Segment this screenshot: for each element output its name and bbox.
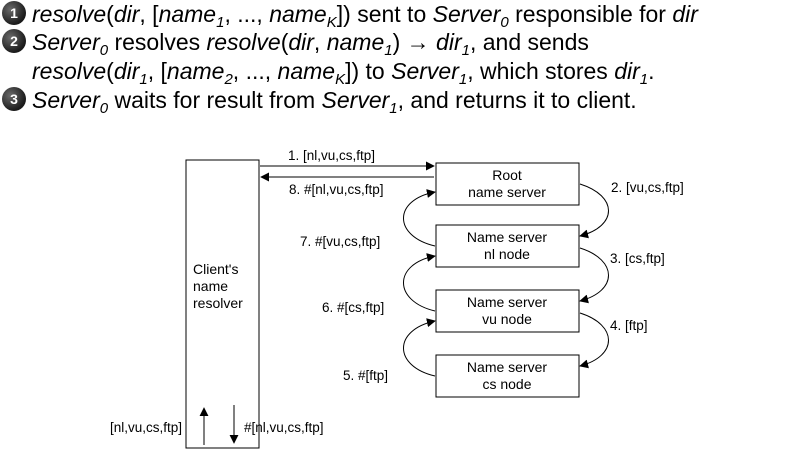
bullet-number-1: 1 <box>2 1 26 25</box>
bullet-number-3: 3 <box>2 87 26 111</box>
root-label-1: Root <box>492 167 522 183</box>
vu-server-box <box>435 289 580 333</box>
nl-label-2: nl node <box>484 246 530 262</box>
label-msg-8: 8. #[nl,vu,cs,ftp] <box>289 182 384 197</box>
bullet-number-2: 2 <box>2 29 26 53</box>
cs-label-1: Name server <box>467 359 547 375</box>
bullet-line-2: Server0 resolves resolve(dir, name1) → d… <box>32 29 589 59</box>
label-msg-1: 1. [nl,vu,cs,ftp] <box>288 148 375 163</box>
root-server-box <box>435 162 580 206</box>
cs-server-box <box>435 354 580 398</box>
arrow-msg-4 <box>579 312 609 369</box>
arrow-msg-7 <box>403 189 436 247</box>
client-resolver-box <box>185 159 260 449</box>
client-label-2: name <box>193 278 228 294</box>
nl-server-box <box>435 224 580 268</box>
label-msg-2: 2. [vu,cs,ftp] <box>611 180 684 195</box>
arrow-msg-2 <box>579 183 609 239</box>
arrow-msg-5 <box>403 318 436 377</box>
nl-label-1: Name server <box>467 229 547 245</box>
label-msg-4: 4. [ftp] <box>610 318 648 333</box>
vu-label-1: Name server <box>467 294 547 310</box>
label-msg-5: 5. #[ftp] <box>343 368 388 383</box>
label-msg-7: 7. #[vu,cs,ftp] <box>300 234 380 249</box>
bullet-line-1: resolve(dir, [name1, ..., nameK]) sent t… <box>32 1 698 31</box>
arrow-msg-3 <box>579 247 609 304</box>
vu-label-2: vu node <box>482 311 532 327</box>
arrow-msg-6 <box>403 253 436 312</box>
label-msg-6: 6. #[cs,ftp] <box>322 300 384 315</box>
label-client-input: [nl,vu,cs,ftp] <box>110 420 182 435</box>
cs-label-2: cs node <box>482 376 531 392</box>
label-client-output: #[nl,vu,cs,ftp] <box>244 420 324 435</box>
bullet-line-3: Server0 waits for result from Server1, a… <box>32 87 637 117</box>
client-label-1: Client's <box>193 261 238 277</box>
root-label-2: name server <box>468 184 546 200</box>
label-msg-3: 3. [cs,ftp] <box>610 251 665 266</box>
bullet-line-2-continued: resolve(dir1, [name2, ..., nameK]) to Se… <box>32 58 655 88</box>
client-label-3: resolver <box>193 295 243 311</box>
